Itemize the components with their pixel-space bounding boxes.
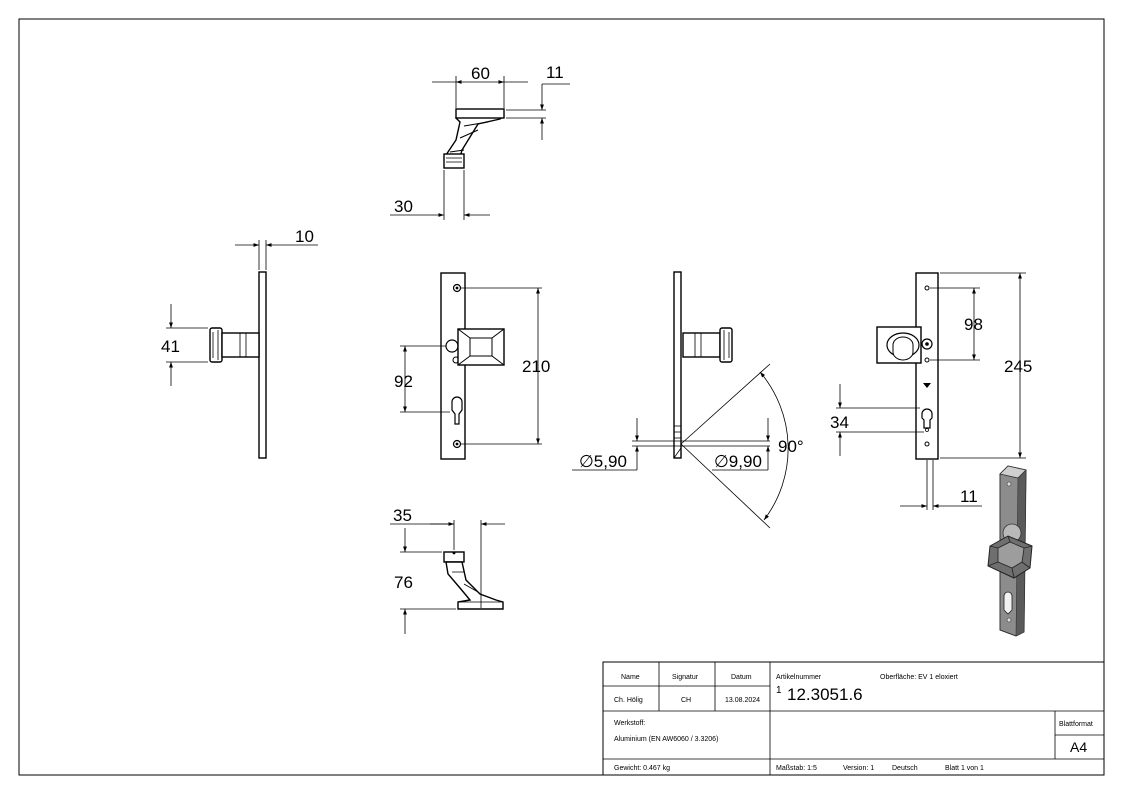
tb-surface-label: Oberfläche: EV 1 eloxiert [880,674,958,681]
front-plate [440,272,466,460]
tb-article-number: 12.3051.6 [787,685,863,704]
tb-name-header: Name [621,674,640,681]
tb-weight: Gewicht: 0.467 kg [614,765,670,772]
dim-top-neck: 30 [394,197,413,216]
tb-sheet-format-value: A4 [1070,739,1087,755]
bottom-view: 35 76 [390,506,505,634]
isometric-view [987,465,1033,637]
dim-top-thickness: 11 [546,63,564,82]
dim-section-large-hole: ∅9,90 [714,452,762,471]
dim-top-width: 60 [471,64,490,83]
front-view: 210 92 [394,272,550,460]
dim-section-small-hole: ∅5,90 [579,452,627,471]
title-block: Name Signatur Datum Ch. Hölig CH 13.08.2… [602,661,1105,776]
rear-plate [915,272,939,460]
tb-version: Version: 1 [843,765,874,772]
tb-name-value: Ch. Hölig [614,697,643,704]
dim-bottom-offset: 35 [393,506,412,525]
tb-article-label: Artikelnummer [776,674,822,681]
tb-date-header: Datum [731,674,752,681]
sheet-border [18,18,1105,776]
top-view: 60 11 30 [390,63,570,220]
dim-rear-height: 245 [1004,357,1032,376]
left-side-view: 10 41 [161,227,318,459]
tb-material-label: Werkstoff: [614,720,645,727]
dim-bottom-depth: 76 [394,573,413,592]
dim-side-rosette: 41 [161,337,180,356]
dim-rear-offset: 34 [830,413,849,432]
tb-sheet: Blatt 1 von 1 [945,765,984,772]
tb-scale: Maßstab: 1:5 [776,765,817,772]
dim-side-plate: 10 [295,227,314,246]
section-plate [673,271,682,459]
dim-rear-width: 11 [960,487,978,506]
tb-article-superscript: 1 [776,685,782,696]
dim-front-height: 210 [522,357,550,376]
dim-front-spacing: 92 [394,372,413,391]
tb-date-value: 13.08.2024 [725,697,760,704]
tb-signature-header: Signatur [672,674,699,681]
tb-sheet-format-label: Blattformat [1059,721,1093,728]
dim-rear-spacing: 98 [964,315,983,334]
side-plate [258,271,267,459]
tb-signature-value: CH [681,697,691,704]
rear-view: 98 245 34 11 [830,272,1032,510]
section-view: ∅5,90 ∅9,90 90° [572,271,804,529]
bottom-view-handle [445,561,504,610]
tb-language: Deutsch [892,765,918,772]
tb-material-value: Aluminium (EN AW6060 / 3.3206) [614,736,718,743]
dim-section-angle: 90° [778,437,804,456]
